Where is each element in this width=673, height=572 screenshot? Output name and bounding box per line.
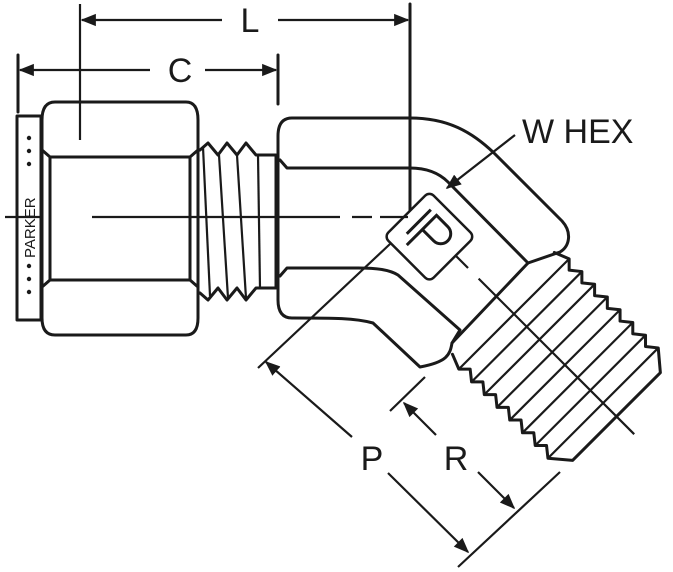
dimension-R: R [389, 376, 516, 510]
dimension-L: L [78, 2, 412, 214]
pipe-thread [450, 250, 662, 462]
label-W-hex: W HEX [522, 113, 633, 151]
label-P: P [361, 440, 384, 478]
dimension-P: P [257, 243, 561, 568]
label-L: L [241, 2, 260, 40]
tube-thread [198, 141, 278, 302]
label-R: R [444, 440, 469, 478]
parker-logo-icon [385, 192, 474, 281]
label-C: C [168, 52, 193, 90]
dimension-W-hex: W HEX [445, 113, 633, 189]
hex-nut [40, 100, 200, 337]
dimension-C: C [16, 52, 280, 114]
brand-text: PARKER [22, 197, 39, 258]
